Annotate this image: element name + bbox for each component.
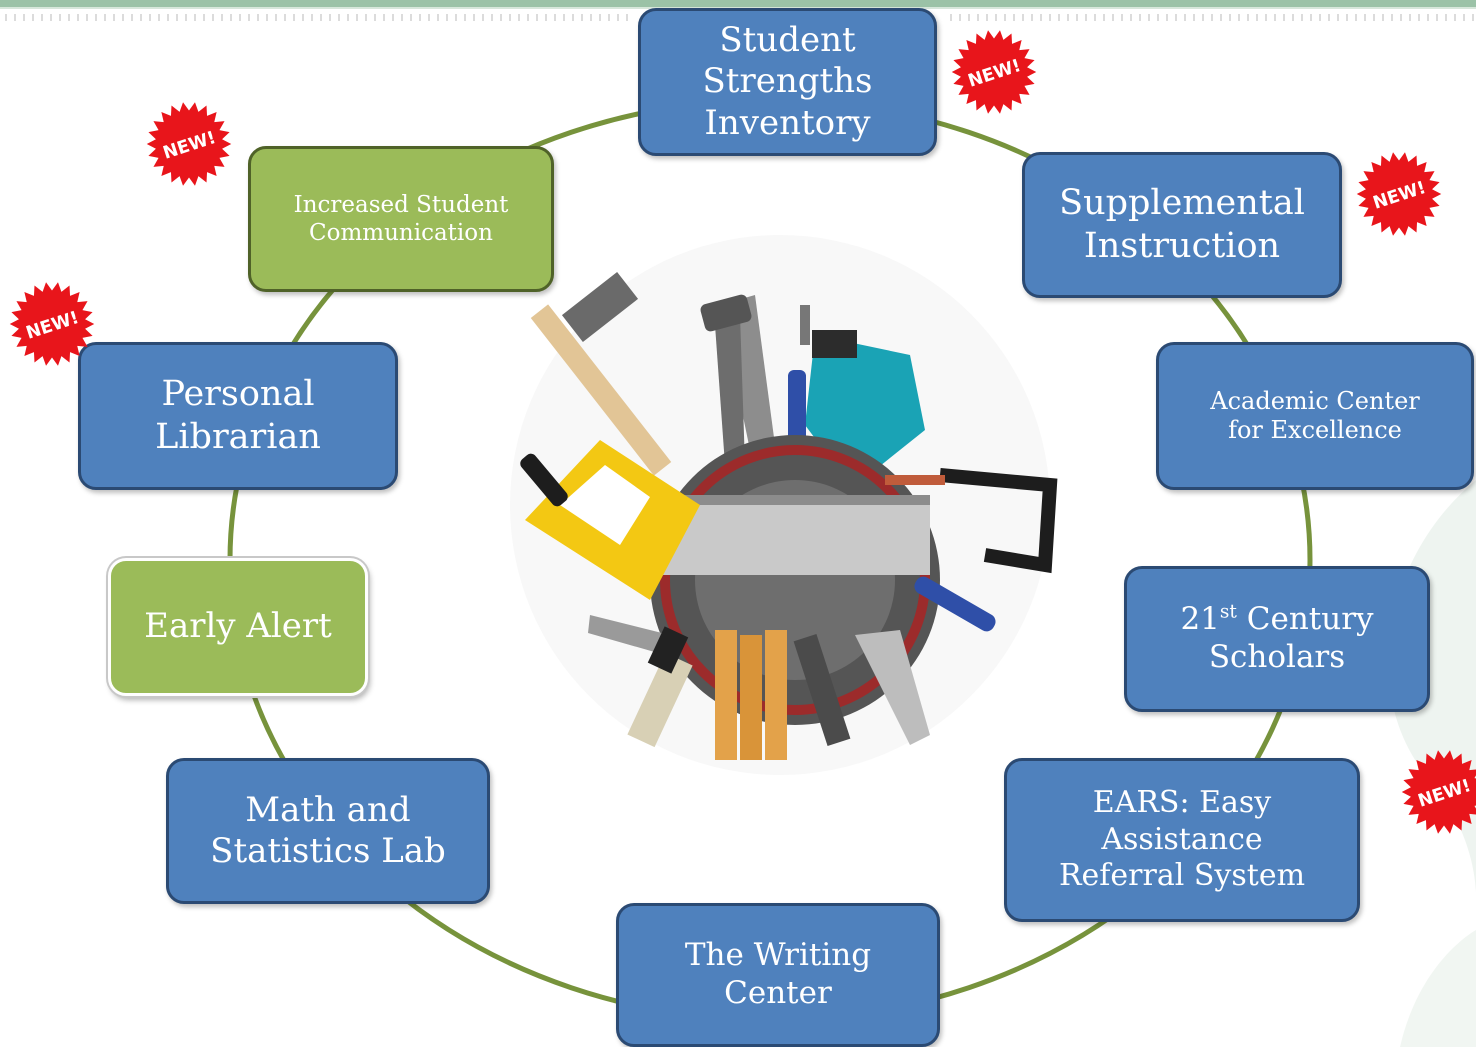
node-text-line: EARS: Easy	[1092, 785, 1272, 821]
node-text-line: The Writing	[684, 937, 872, 974]
tools-illustration	[510, 235, 1058, 775]
node-text-line: Student	[719, 19, 856, 60]
node-student-strengths-inventory: Student Strengths Inventory	[638, 8, 937, 156]
new-badge-communication: NEW!	[146, 102, 232, 186]
yellow-saw-handle-icon	[520, 440, 700, 600]
node-personal-librarian: Personal Librarian	[78, 342, 398, 490]
pliers-icon	[700, 294, 775, 465]
node-text-line: Scholars	[1208, 639, 1346, 675]
hammer-icon	[530, 272, 672, 476]
node-text-line: Statistics Lab	[210, 831, 446, 871]
node-text-line: Early Alert	[144, 606, 332, 647]
node-supplemental-instruction: Supplemental Instruction	[1022, 152, 1342, 298]
node-text-line: Center	[724, 975, 832, 1011]
node-text-line: Librarian	[155, 417, 321, 457]
paint-brush-icon	[627, 626, 693, 748]
node-text-line: Academic Center	[1210, 386, 1420, 415]
node-academic-center-for-excellence: Academic Center for Excellence	[1156, 342, 1474, 490]
node-text-line: Strengths	[702, 61, 873, 102]
node-text-line: Personal	[161, 374, 315, 415]
node-early-alert: Early Alert	[108, 558, 368, 696]
node-text-line: for Excellence	[1228, 416, 1402, 444]
node-text-line: Instruction	[1083, 226, 1281, 266]
node-text-line: Increased Student	[293, 191, 509, 218]
node-text-line: Math and	[245, 789, 411, 830]
node-text-line: Supplemental	[1059, 183, 1305, 224]
node-ears-easy-assistance-referral-system: EARS: Easy Assistance Referral System	[1004, 758, 1360, 922]
node-increased-student-communication: Increased Student Communication	[248, 146, 554, 292]
ordinal-number: 21	[1180, 601, 1220, 638]
node-21st-century-scholars: 21st Century Scholars	[1124, 566, 1430, 712]
new-badge-ears: NEW!	[1401, 750, 1476, 834]
new-badge-librarian: NEW!	[9, 282, 95, 366]
node-text-line: 21st Century	[1180, 601, 1373, 639]
folding-ruler-icon	[715, 630, 787, 760]
node-text-line: Referral System	[1058, 858, 1306, 894]
node-text-line: Communication	[309, 220, 493, 246]
node-math-and-statistics-lab: Math and Statistics Lab	[166, 758, 490, 904]
node-text-line: Assistance	[1101, 821, 1263, 857]
node-the-writing-center: The Writing Center	[616, 903, 940, 1047]
century-word: Century	[1236, 601, 1374, 638]
ordinal-suffix: st	[1219, 601, 1237, 623]
new-badge-supplemental: NEW!	[1356, 152, 1442, 236]
node-text-line: Inventory	[704, 102, 871, 143]
new-badge-strengths: NEW!	[951, 30, 1037, 114]
